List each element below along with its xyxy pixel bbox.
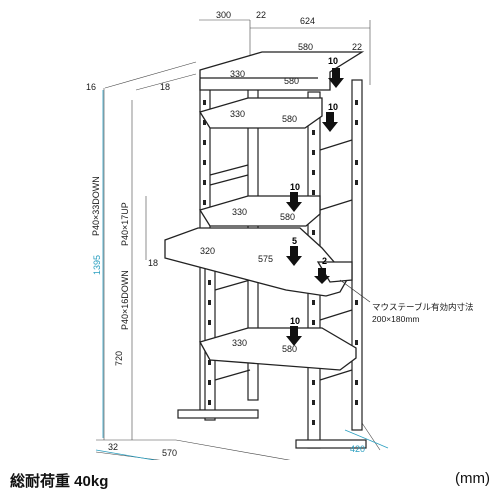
dim-total-height: 1395 (92, 255, 102, 275)
mouse-table-leader (339, 279, 371, 303)
mouse-table-label-2: 200×180mm (372, 314, 420, 324)
shelf-3-width: 580 (280, 212, 295, 222)
dim-lower-height: 720 (114, 351, 124, 366)
dim-pitch-16-down: P40×16DOWN (120, 270, 130, 330)
dim-overall-depth: 634 (110, 459, 125, 460)
dim-top-left-margin: 22 (256, 10, 266, 20)
dim-pitch-33-down: P40×33DOWN (91, 176, 101, 236)
dim-left-offset-16: 16 (86, 82, 96, 92)
feet (177, 409, 367, 449)
shelf-1-depth: 330 (230, 69, 245, 79)
mouse-table-label-1: マウステーブル有効内寸法 (372, 302, 474, 312)
shelf-3-depth: 330 (232, 207, 247, 217)
rack-drawing: 300 22 624 580 22 16 18 1395 P40×33DOWN … (86, 10, 474, 460)
shelf-5-load: 10 (290, 316, 300, 326)
shelf-5-width: 580 (282, 344, 297, 354)
dim-overall-width: 624 (300, 16, 315, 26)
dim-side-depth: 420 (350, 444, 365, 454)
load-arrows (286, 68, 344, 346)
dim-top-inner-width: 580 (298, 42, 313, 52)
dim-top-right-margin: 22 (352, 42, 362, 52)
shelf-2-load: 10 (328, 102, 338, 112)
shelf-2-width: 580 (282, 114, 297, 124)
shelf-3-load: 10 (290, 182, 300, 192)
dim-top-depth: 300 (216, 10, 231, 20)
keyboard-load: 5 (292, 236, 297, 246)
keyboard-depth: 320 (200, 246, 215, 256)
shelf-2-depth: 330 (230, 109, 245, 119)
colored-dimension-lines (95, 90, 389, 460)
total-load-caption: 総耐荷重 40kg (10, 473, 109, 490)
dim-keyboard-offset-18: 18 (148, 258, 158, 268)
shelf-5-depth: 330 (232, 338, 247, 348)
footer: 総耐荷重 40kg (mm) (10, 470, 490, 494)
unit-label: (mm) (455, 470, 490, 487)
dim-base-width: 570 (162, 448, 177, 458)
dim-foot-32-left: 32 (108, 442, 118, 452)
dim-left-offset-18: 18 (160, 82, 170, 92)
shelf-1-width: 580 (284, 76, 299, 86)
mouse-table-load: 2 (322, 256, 327, 266)
dimension-lines (95, 19, 381, 460)
shelf-1-load: 10 (328, 56, 338, 66)
post-holes (203, 100, 358, 425)
keyboard-width: 575 (258, 254, 273, 264)
dim-pitch-17-up: P40×17UP (120, 202, 130, 246)
shelves (164, 51, 365, 371)
